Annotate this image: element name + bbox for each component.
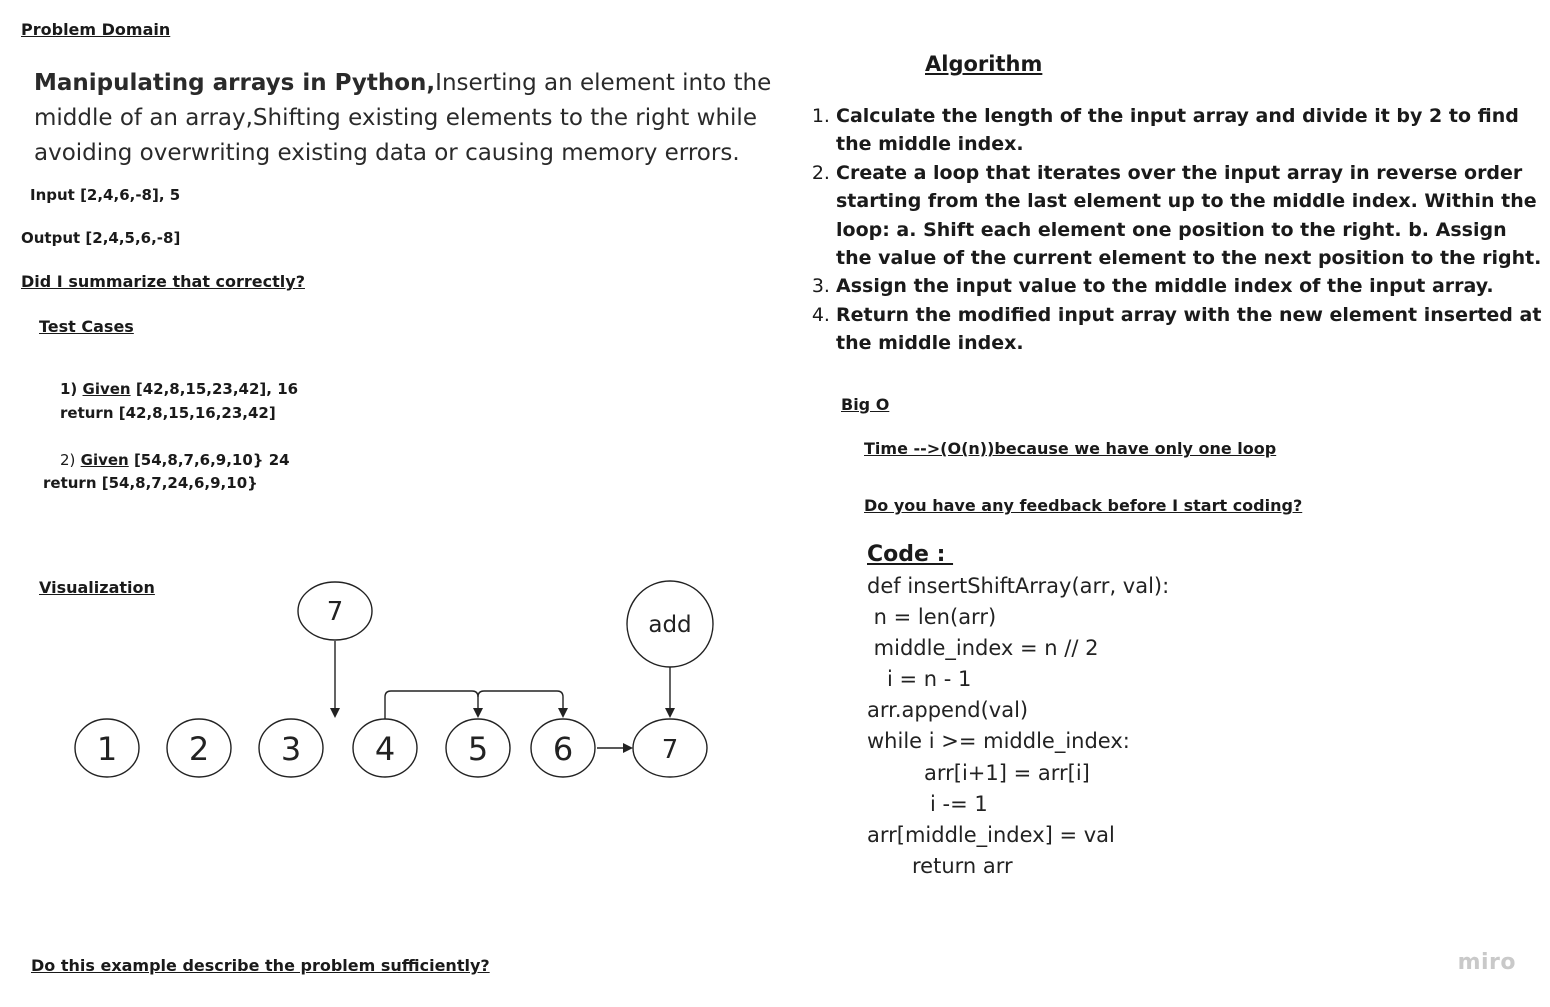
code-line: arr.append(val) [867,698,1029,722]
big-o-heading: Big O [841,395,890,414]
array-node-7-circle [632,718,708,778]
feedback-question: Do you have any feedback before I start … [864,496,1303,515]
code-heading: Code : [867,542,954,567]
code-line: while i >= middle_index: [867,729,1130,753]
test-case-1-return: return [42,8,15,16,23,42] [60,404,276,422]
array-node-2-label: 2 [189,730,209,768]
time-complexity: Time -->(O(n))because we have only one l… [864,439,1277,458]
add-node-label: add [648,612,691,638]
array-node-2-circle [166,718,232,778]
insert-node-circle [297,581,373,641]
array-node-3-circle [258,718,324,778]
algorithm-step: Return the modified input array with the… [836,301,1546,358]
algorithm-step: Calculate the length of the input array … [836,102,1546,159]
input-example: Input [2,4,6,-8], 5 [30,186,181,204]
miro-logo: miro [1457,950,1516,975]
test-case-2-given: 2) Given [54,8,7,6,9,10} 24 [60,451,290,469]
add-node-circle [626,580,714,668]
array-node-5-circle [445,718,511,778]
test-case-1-given-label: Given [82,380,131,398]
problem-statement-lead: Manipulating arrays in Python, [34,70,436,96]
code-line: return arr [912,854,1013,878]
shift-arrow-4-to-5 [384,690,483,719]
algorithm-steps: Calculate the length of the input array … [808,102,1546,358]
test-case-1-given-value: [42,8,15,23,42], 16 [130,380,299,398]
code-line: middle_index = n // 2 [867,636,1099,660]
problem-statement: Manipulating arrays in Python,Inserting … [34,66,824,171]
test-case-2-given-value: [54,8,7,6,9,10} 24 [128,451,290,469]
code-line: def insertShiftArray(arr, val): [867,574,1170,598]
algorithm-step: Create a loop that iterates over the inp… [836,159,1546,273]
array-node-7-label: 7 [662,735,679,765]
code-line: arr[i+1] = arr[i] [924,761,1090,785]
array-node-5-label: 5 [468,730,488,768]
algorithm-step: Assign the input value to the middle ind… [836,272,1546,300]
code-line: i -= 1 [930,792,988,816]
code-line: i = n - 1 [867,667,972,691]
insert-node-label: 7 [327,597,344,627]
test-case-1-given: 1) Given [42,8,15,23,42], 16 [60,380,298,398]
test-case-2-number: 2) [60,451,76,469]
sufficiency-question: Do this example describe the problem suf… [31,956,490,975]
array-node-1-circle [74,718,140,778]
array-node-4-circle [352,718,418,778]
code-line: arr[middle_index] = val [867,823,1115,847]
shift-arrow-5-to-6 [477,690,568,718]
visualization-heading: Visualization [39,578,155,597]
array-node-6-circle [530,718,596,778]
array-node-3-label: 3 [281,730,301,768]
output-example: Output [2,4,5,6,-8] [21,229,181,247]
problem-domain-heading: Problem Domain [21,20,171,39]
algorithm-heading: Algorithm [925,52,1043,76]
test-cases-heading: Test Cases [39,317,134,336]
test-case-1-number: 1) [60,380,78,398]
test-case-2-return: return [54,8,7,24,6,9,10} [43,474,258,492]
problem-statement-body: Inserting an element into the middle of … [34,70,772,166]
test-case-2-given-label: Given [80,451,129,469]
summary-question: Did I summarize that correctly? [21,272,305,291]
code-line: n = len(arr) [867,605,997,629]
array-node-6-label: 6 [553,730,573,768]
array-node-4-label: 4 [375,730,395,768]
array-node-1-label: 1 [97,730,117,768]
